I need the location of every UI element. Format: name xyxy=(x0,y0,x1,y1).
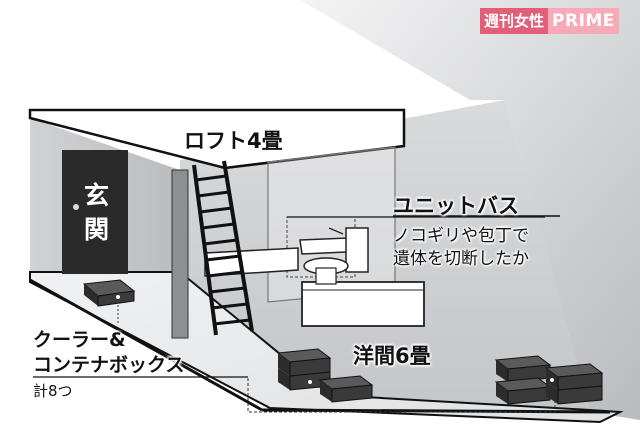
unit-bath-label: ユニットバス xyxy=(393,194,519,218)
container-box xyxy=(276,348,332,377)
entrance-label-char1: 玄 xyxy=(84,181,110,210)
ladder-icon xyxy=(192,160,254,336)
container-box xyxy=(546,382,603,405)
container-box xyxy=(494,355,552,383)
box-icon xyxy=(82,279,604,405)
container-box xyxy=(318,375,374,403)
brand-name: 週刊女性 xyxy=(480,8,549,34)
back-wall xyxy=(180,100,590,410)
support-column xyxy=(171,169,189,339)
bathtub-icon xyxy=(204,247,425,327)
entrance-label-char2: 関 xyxy=(84,215,110,244)
container-box xyxy=(544,363,604,391)
cooler-label-line1: クーラー& xyxy=(33,329,126,351)
container-box xyxy=(82,279,136,307)
loft-label: ロフト4畳 xyxy=(184,129,283,153)
saw-note-line1: ノコギリや包丁で xyxy=(393,226,529,246)
room-label: 洋間6畳 xyxy=(353,344,431,368)
saw-note-line2: 遺体を切断したか xyxy=(393,249,529,269)
cooler-label-line2: コンテナボックス xyxy=(33,354,185,376)
container-box xyxy=(494,377,552,405)
toilet-icon xyxy=(299,227,369,285)
right-wall xyxy=(300,0,640,420)
entrance-door xyxy=(62,150,128,274)
brand-logo: 週刊女性 PRIME xyxy=(480,8,619,34)
cooler-count: 計8つ xyxy=(33,382,73,400)
brand-suffix: PRIME xyxy=(548,8,619,34)
